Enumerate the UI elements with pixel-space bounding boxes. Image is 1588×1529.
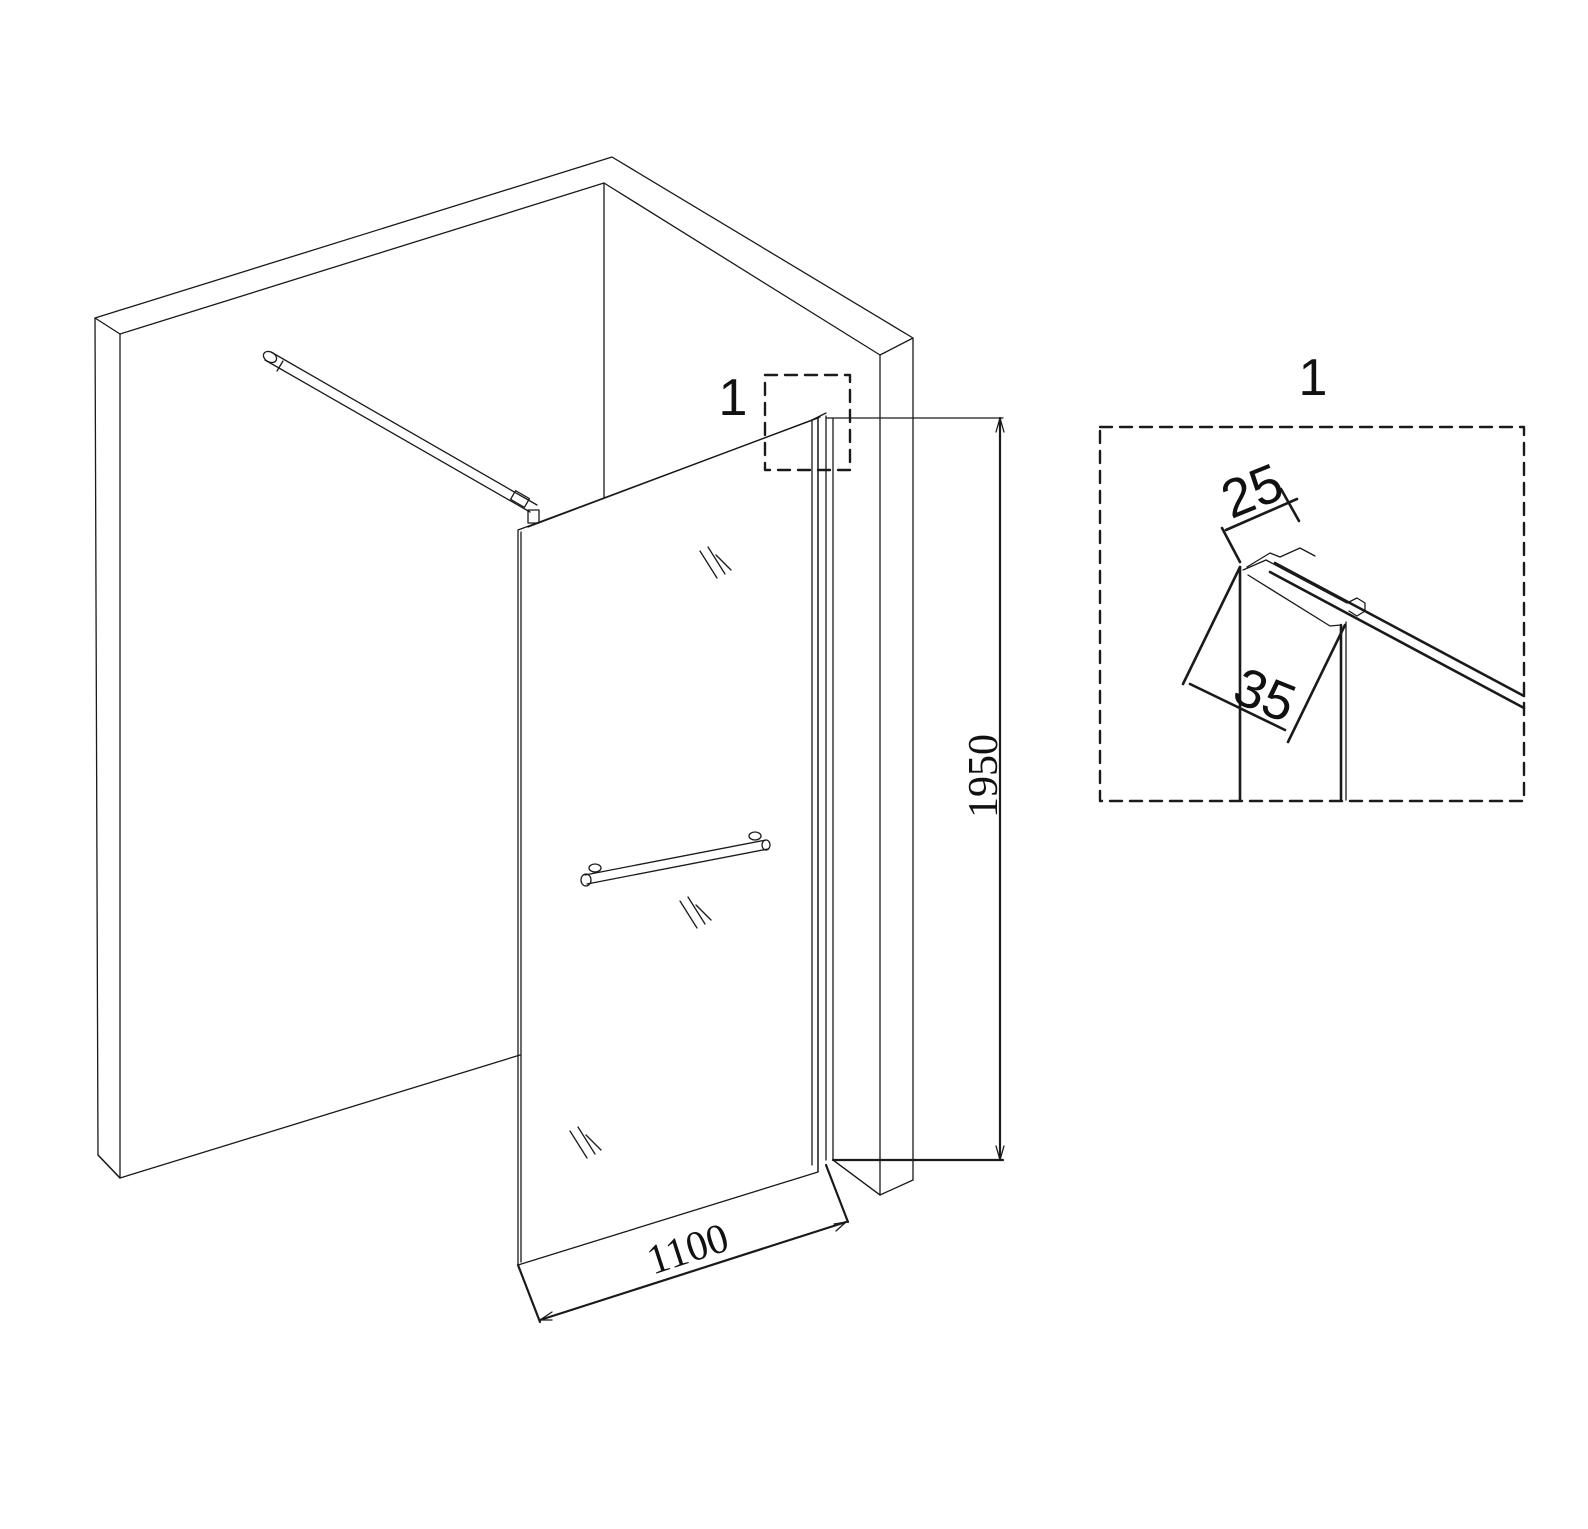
detail-callout: 1 bbox=[719, 369, 852, 472]
wall bbox=[94, 156, 914, 1196]
profile-width-dimension: 25 bbox=[1213, 452, 1291, 530]
detail-callout-label: 1 bbox=[719, 369, 748, 427]
profile-depth-dimension: 35 bbox=[1226, 656, 1304, 734]
wall-profile bbox=[811, 412, 834, 1173]
width-dimension: 1100 bbox=[516, 1163, 850, 1324]
width-dimension-label: 1100 bbox=[642, 1215, 735, 1284]
height-dimension: 1950 bbox=[825, 416, 1007, 1162]
detail-view-title: 1 bbox=[1299, 349, 1328, 407]
detail-view: 1 25 35 bbox=[1098, 349, 1526, 803]
height-dimension-label: 1950 bbox=[961, 734, 1007, 818]
glass-panel bbox=[517, 416, 821, 1266]
stabiliser-bar bbox=[262, 350, 540, 524]
towel-bar bbox=[580, 831, 771, 887]
